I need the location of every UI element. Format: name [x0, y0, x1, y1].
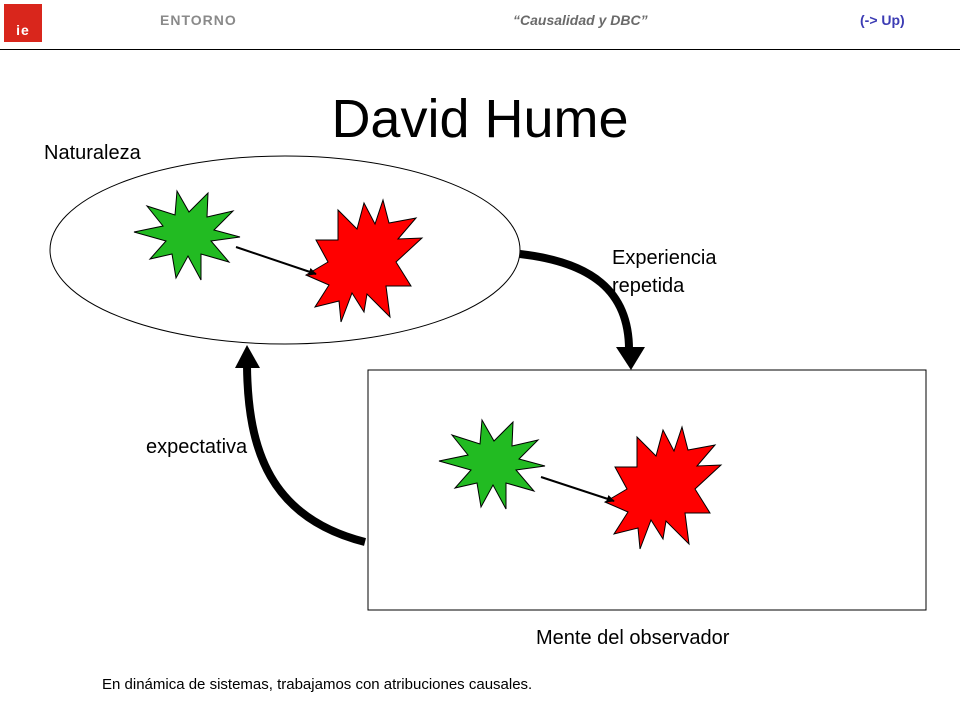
nature-ellipse	[49, 155, 521, 345]
experience-arrow	[519, 250, 634, 353]
expectation-label: expectativa	[146, 436, 248, 458]
cause-star-mind	[438, 418, 546, 510]
slide-title: David Hume	[331, 89, 629, 149]
cause-star-nature	[133, 189, 241, 281]
nature-causal-link	[235, 246, 317, 276]
up-link[interactable]: (-> Up)	[860, 12, 905, 28]
header-topic: “Causalidad y DBC”	[513, 12, 648, 28]
expectation-arrow	[243, 365, 366, 546]
mind-causal-link	[540, 476, 615, 503]
experience-arrowhead	[616, 347, 645, 370]
experience-label-line2: repetida	[612, 275, 685, 297]
nature-label: Naturaleza	[44, 142, 141, 164]
effect-star-nature	[304, 198, 424, 323]
header-divider	[0, 49, 960, 50]
mind-label: Mente del observador	[536, 627, 730, 649]
footnote: En dinámica de sistemas, trabajamos con …	[102, 676, 533, 693]
expectation-arrowhead	[235, 345, 260, 368]
header-section: ENTORNO	[160, 12, 237, 28]
ie-logo: ie	[4, 4, 42, 42]
experience-label-line1: Experiencia	[612, 247, 717, 269]
effect-star-mind	[603, 425, 723, 550]
experience-label: Experiencia repetida	[612, 244, 762, 300]
logo-text: ie	[16, 22, 30, 38]
